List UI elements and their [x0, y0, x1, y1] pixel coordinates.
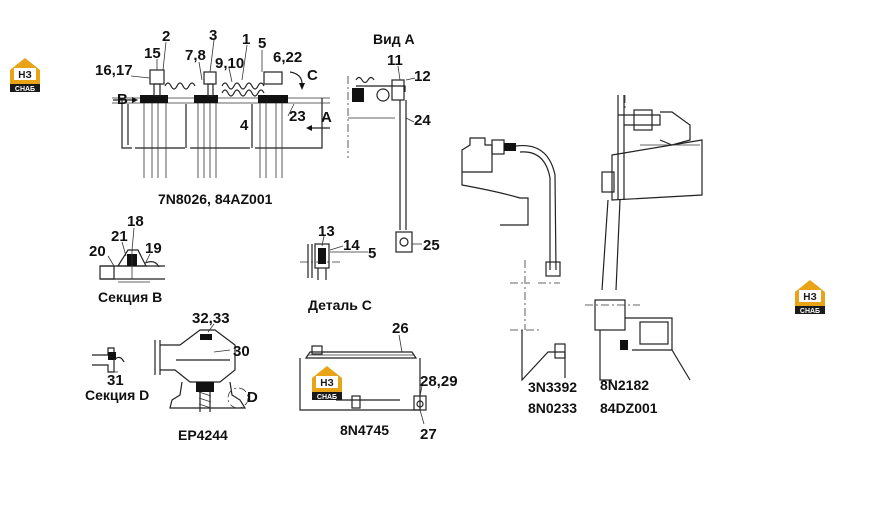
callout-b: B: [117, 91, 128, 108]
callout-14: 14: [343, 237, 360, 254]
logo-2-text: НЗ: [803, 292, 817, 303]
callout-18: 18: [127, 213, 144, 230]
logo-1-text: НЗ: [18, 70, 32, 81]
callout-30: 30: [233, 343, 250, 360]
callout-1: 1: [242, 31, 250, 48]
callout-5-detail: 5: [368, 245, 376, 262]
callout-13: 13: [318, 223, 335, 240]
detail-c: [300, 235, 368, 280]
callout-12: 12: [414, 68, 431, 85]
right-assembly: [585, 95, 703, 381]
logo-center: НЗ СНАБ: [312, 366, 342, 401]
callout-21: 21: [111, 228, 128, 245]
right-mid-assembly: [461, 137, 566, 382]
callout-27: 27: [420, 426, 437, 443]
logo-1-sub: СНАБ: [15, 86, 35, 93]
caption-8n2182: 8N2182: [600, 377, 649, 393]
callout-23: 23: [289, 108, 306, 125]
callout-6-22: 6,22: [273, 49, 302, 66]
callout-25: 25: [423, 237, 440, 254]
caption-view-a: Вид А: [373, 31, 415, 47]
callout-31: 31: [107, 372, 124, 389]
caption-84dz001: 84DZ001: [600, 400, 658, 416]
callout-2: 2: [162, 28, 170, 45]
logo-2-sub: СНАБ: [800, 308, 820, 315]
main-assembly: [112, 39, 330, 178]
ep-assembly: [92, 323, 249, 412]
caption-main-parts: 7N8026, 84AZ001: [158, 191, 273, 207]
caption-section-d: Секция D: [85, 387, 149, 403]
callout-15: 15: [144, 45, 161, 62]
section-b: [99, 227, 165, 283]
callout-32-33: 32,33: [192, 310, 230, 327]
logo-3-text: НЗ: [320, 378, 334, 389]
callout-26: 26: [392, 320, 409, 337]
callout-7-8: 7,8: [185, 47, 206, 64]
logo-top-left: НЗ СНАБ: [10, 58, 40, 93]
caption-ep4244: EP4244: [178, 427, 228, 443]
caption-3n3392: 3N3392: [528, 379, 577, 395]
caption-section-b: Секция В: [98, 289, 162, 305]
callout-4: 4: [240, 117, 249, 134]
callout-d: D: [247, 389, 258, 406]
callout-11: 11: [387, 52, 403, 69]
callout-28-29: 28,29: [420, 373, 458, 390]
logo-right: НЗ СНАБ: [795, 280, 825, 315]
tank-assembly: [299, 334, 427, 425]
callout-5: 5: [258, 35, 266, 52]
view-a: [347, 65, 422, 253]
caption-8n0233: 8N0233: [528, 400, 577, 416]
caption-detail-c: Деталь C: [308, 297, 372, 313]
callout-16-17: 16,17: [95, 62, 133, 79]
callout-24: 24: [414, 112, 431, 129]
callout-9-10: 9,10: [215, 55, 244, 72]
callout-19: 19: [145, 240, 162, 257]
callout-a: A: [321, 109, 332, 126]
callout-c: C: [307, 67, 318, 84]
callout-20: 20: [89, 243, 106, 260]
logo-3-sub: СНАБ: [317, 394, 337, 401]
caption-8n4745: 8N4745: [340, 422, 389, 438]
callout-3: 3: [209, 27, 217, 44]
